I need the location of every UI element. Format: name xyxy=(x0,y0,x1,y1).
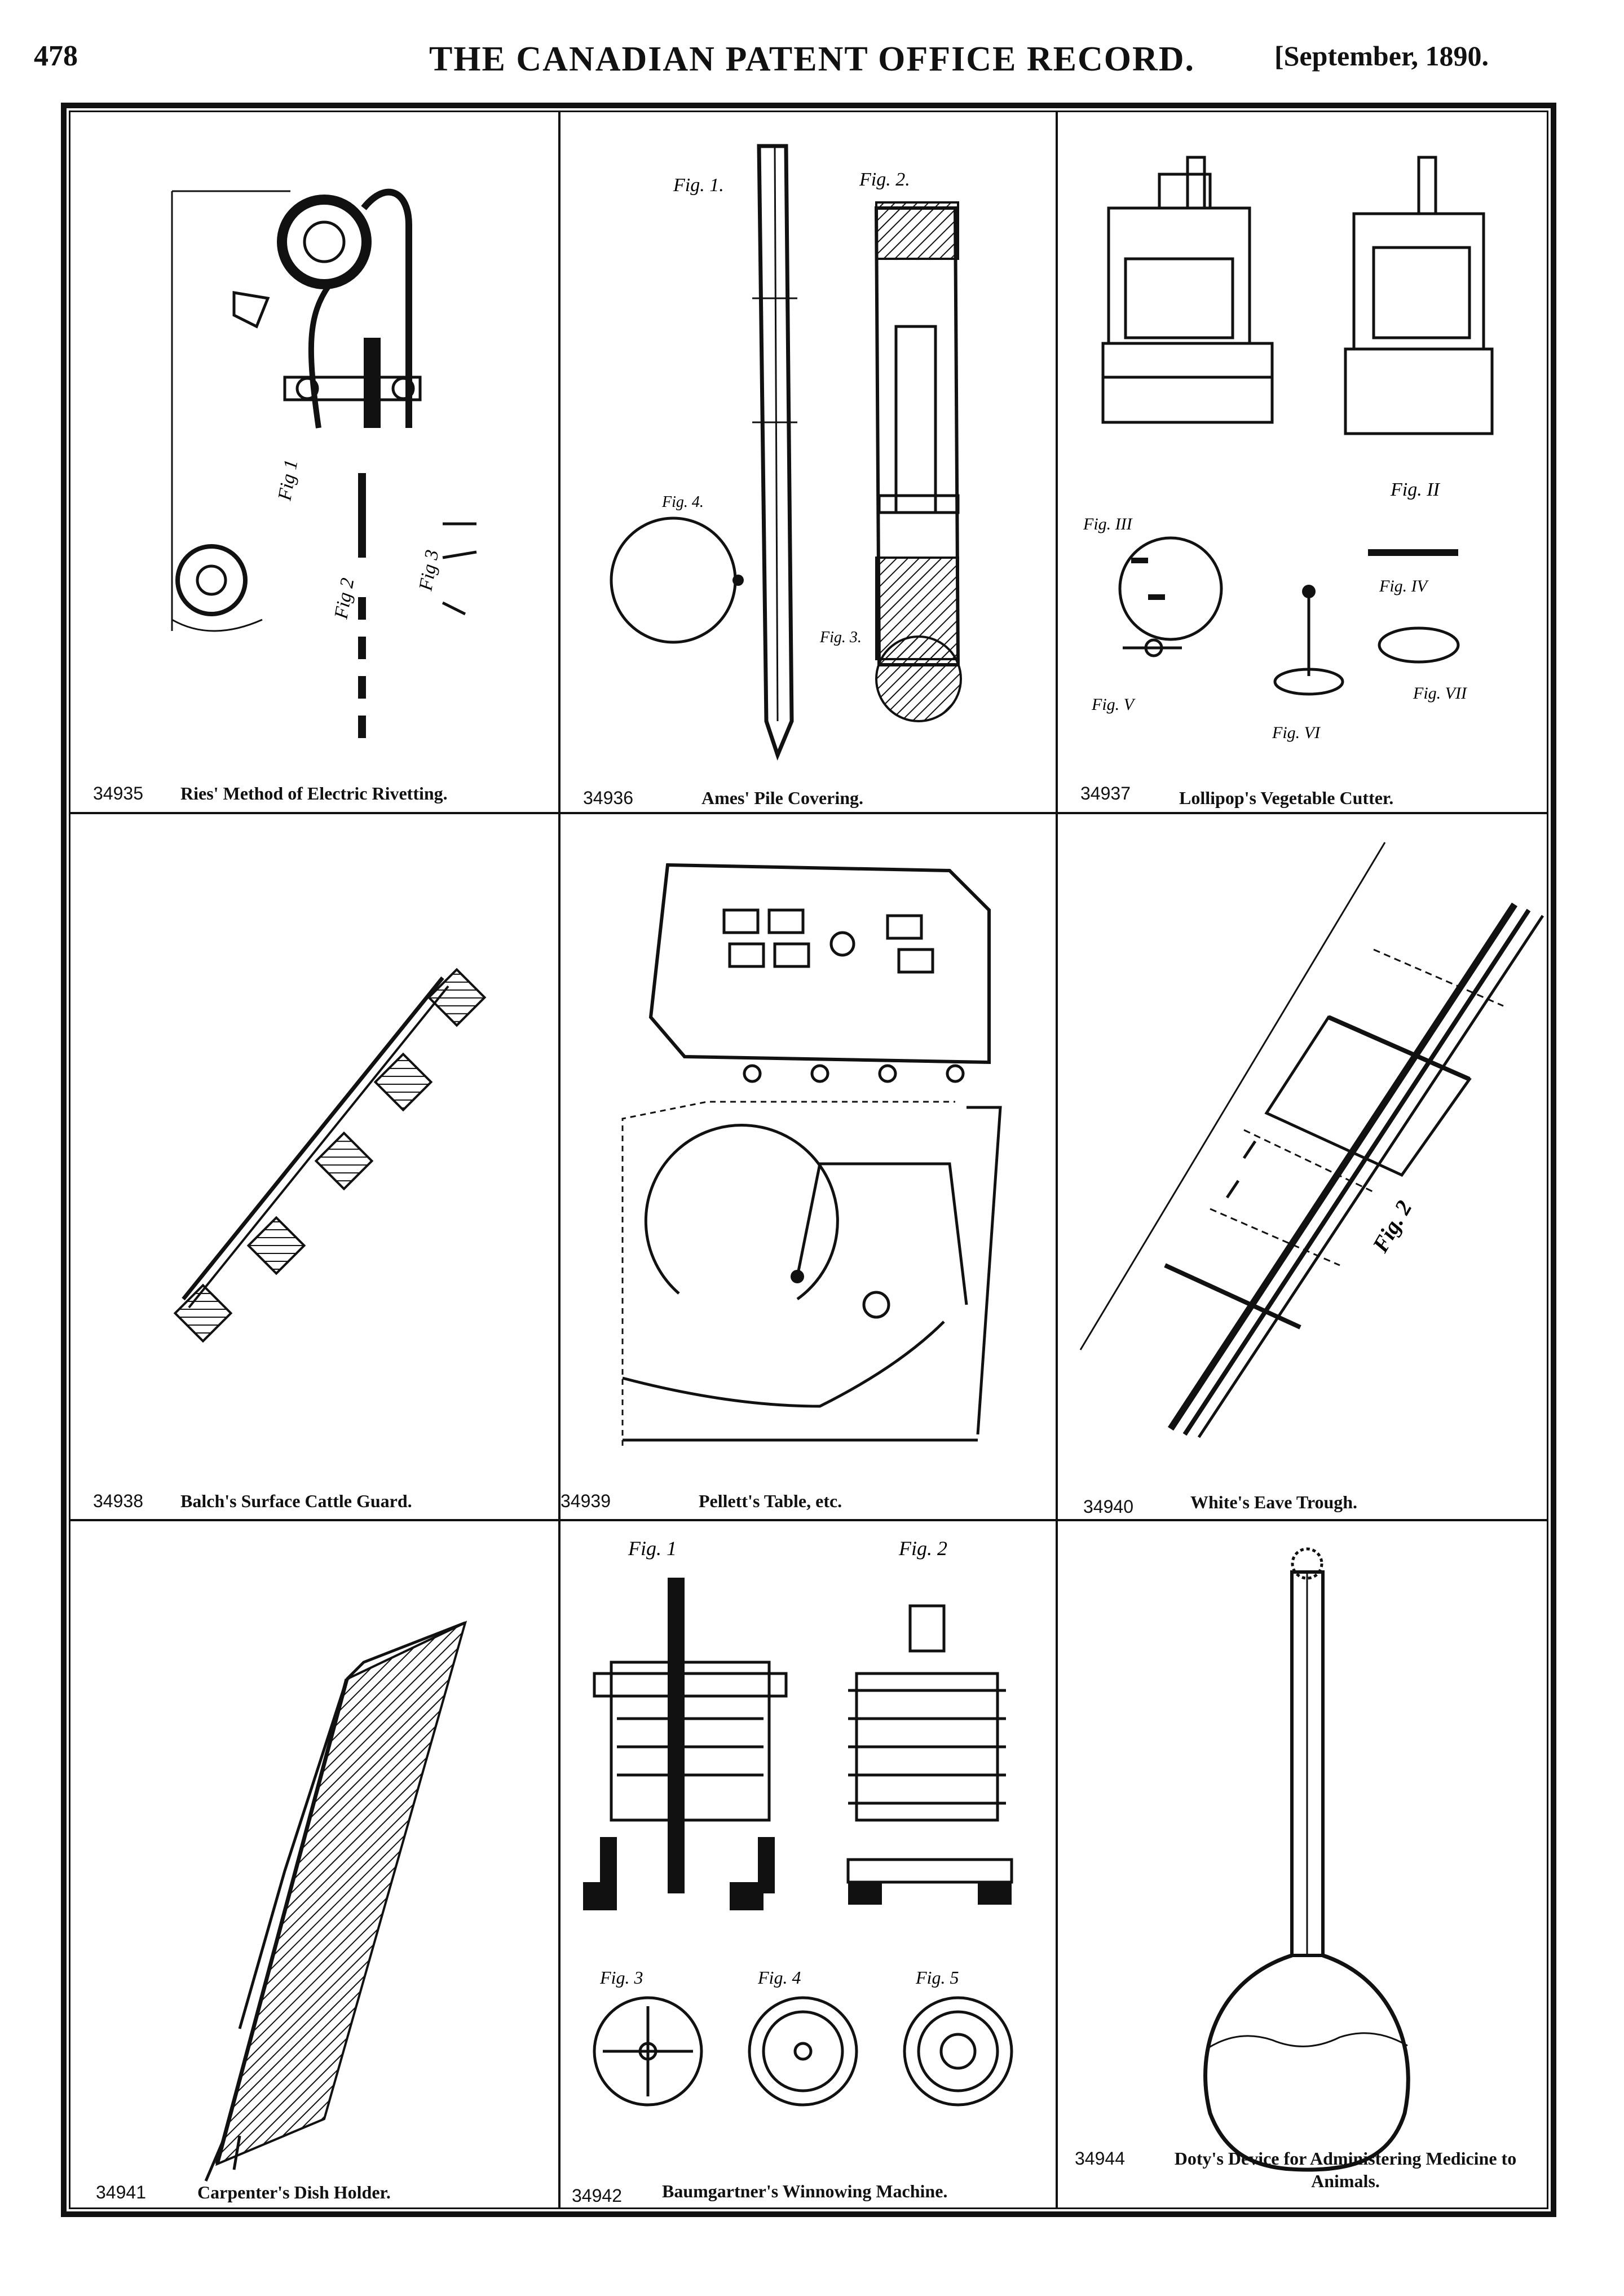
patent-cell-34937: Fig. II Fig. III Fig. IV Fig. V Fig. VI … xyxy=(1058,112,1547,812)
patent-number: 34937 xyxy=(1080,783,1131,803)
cattle-guard-drawing xyxy=(173,968,487,1343)
vegetable-cutter-drawing: Fig. II Fig. III Fig. IV Fig. V Fig. VI … xyxy=(1083,156,1494,742)
patent-number: 34942 xyxy=(572,2185,622,2206)
row-divider xyxy=(70,812,1547,814)
patent-caption: Ries' Method of Electric Rivetting. xyxy=(180,783,448,803)
publication-title: THE CANADIAN PATENT OFFICE RECORD. xyxy=(429,40,1195,78)
patent-cell-34944: 34944 Doty's Device for Administering Me… xyxy=(1058,1521,1547,2207)
row-divider xyxy=(70,1519,1547,1521)
patent-cell-34942: Fig. 1 Fig. 2 Fig. 3 Fig. 4 Fig. 5 34942… xyxy=(561,1521,1056,2207)
fig-label: Fig. 1. xyxy=(673,175,724,196)
patent-caption: Pellett's Table, etc. xyxy=(699,1491,842,1511)
page-number: 478 xyxy=(34,40,78,72)
fig-label: Fig. 4. xyxy=(661,493,704,511)
patent-caption: White's Eave Trough. xyxy=(1190,1492,1358,1512)
patent-number: 34941 xyxy=(96,2182,146,2202)
patent-caption: Doty's Device for Administering Medicine… xyxy=(1174,2148,1517,2191)
fig-label: Fig. V xyxy=(1091,695,1136,714)
patent-cell-34936: Fig. 1. Fig. 2. Fig. 3. Fig. 4. 34936 Am… xyxy=(561,112,1056,812)
medicine-device-drawing xyxy=(1203,1547,1410,2172)
patent-caption: Balch's Surface Cattle Guard. xyxy=(180,1491,412,1511)
patent-cell-34940: Fig. 2 34940 White's Eave Trough. xyxy=(1058,814,1547,1519)
patent-cell-34935: Fig 1 Fig 2 Fig 3 34935 Ries' Method of … xyxy=(70,112,558,812)
patent-caption: Lollipop's Vegetable Cutter. xyxy=(1179,788,1394,808)
column-divider xyxy=(558,112,561,2207)
fig-label: Fig. 2 xyxy=(1367,1196,1416,1257)
eave-trough-drawing: Fig. 2 xyxy=(1079,842,1544,1438)
fig-label: Fig. 4 xyxy=(757,1967,801,1988)
patent-number: 34940 xyxy=(1083,1496,1133,1517)
fig-label: Fig. VI xyxy=(1272,723,1321,742)
fig-label: Fig. 3 xyxy=(599,1967,643,1988)
fig-label: Fig. II xyxy=(1390,479,1441,500)
fig-label: Fig 3 xyxy=(415,548,443,593)
fig-label: Fig. 2. xyxy=(859,169,910,190)
patent-caption: Carpenter's Dish Holder. xyxy=(197,2182,391,2202)
fig-label: Fig. VII xyxy=(1413,684,1468,703)
patent-number: 34939 xyxy=(561,1491,611,1511)
patent-cell-34941: 34941 Carpenter's Dish Holder. xyxy=(70,1521,558,2207)
patent-number: 34944 xyxy=(1075,2148,1125,2169)
patent-cell-34939: 34939 Pellett's Table, etc. xyxy=(561,814,1056,1519)
rivetting-drawing: Fig 1 Fig 2 Fig 3 xyxy=(171,188,477,738)
pile-covering-drawing: Fig. 1. Fig. 2. Fig. 3. Fig. 4. xyxy=(610,144,962,761)
patent-number: 34936 xyxy=(583,788,633,808)
fig-label: Fig. III xyxy=(1083,515,1133,533)
column-divider xyxy=(1056,112,1058,2207)
patent-number: 34935 xyxy=(93,783,143,803)
patent-caption: Ames' Pile Covering. xyxy=(701,788,864,808)
fig-label: Fig. 2 xyxy=(898,1537,947,1560)
patent-caption: Baumgartner's Winnowing Machine. xyxy=(662,2181,948,2201)
page-header: 478 THE CANADIAN PATENT OFFICE RECORD. [… xyxy=(0,39,1624,90)
fig-label: Fig. 1 xyxy=(628,1537,677,1560)
fig-label: Fig. 3. xyxy=(819,629,862,646)
plate-frame-inner xyxy=(69,111,1548,2209)
issue-date: [September, 1890. xyxy=(1274,40,1489,72)
fig-label: Fig. 5 xyxy=(915,1967,959,1988)
patent-cell-34938: 34938 Balch's Surface Cattle Guard. xyxy=(70,814,558,1519)
pellett-table-drawing xyxy=(621,863,1002,1446)
patent-number: 34938 xyxy=(93,1491,143,1511)
fig-label: Fig. IV xyxy=(1379,577,1429,595)
plate-frame-outer xyxy=(61,103,1556,2217)
fig-label: Fig 2 xyxy=(330,576,358,621)
fig-label: Fig 1 xyxy=(274,458,302,502)
dish-holder-drawing xyxy=(204,1621,467,2182)
winnowing-machine-drawing: Fig. 1 Fig. 2 Fig. 3 Fig. 4 Fig. 5 xyxy=(583,1537,1013,2107)
